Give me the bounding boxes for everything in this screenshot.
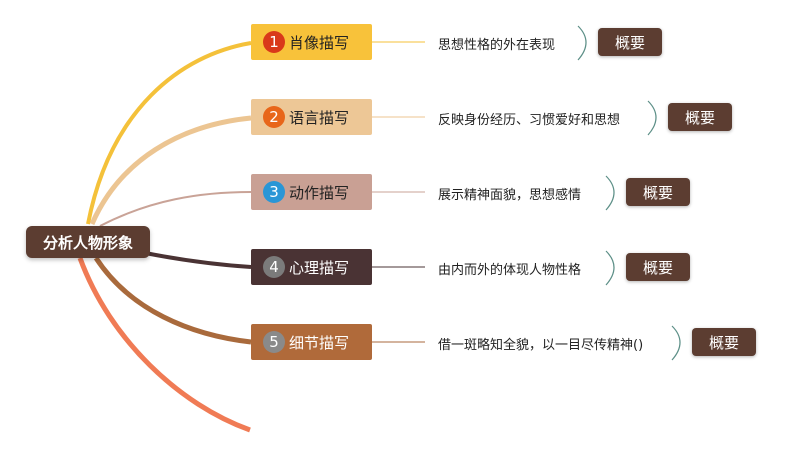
branch-label: 动作描写 <box>289 183 350 202</box>
branch-label: 细节描写 <box>289 333 350 352</box>
branch-description-1: 思想性格的外在表现 <box>438 38 556 53</box>
summary-button-3[interactable]: 概要 <box>626 178 690 206</box>
link-branch-4 <box>139 250 252 269</box>
branch-label: 心理描写 <box>289 258 350 277</box>
branch-node-2[interactable]: 2 语言描写 <box>251 99 372 135</box>
summary-button-4[interactable]: 概要 <box>626 253 690 281</box>
summary-button-2[interactable]: 概要 <box>668 103 732 131</box>
link-branch-5 <box>93 256 252 345</box>
number-badge: 4 <box>263 256 285 278</box>
branch-description-2: 反映身份经历、习惯爱好和思想 <box>438 113 621 128</box>
branch-node-3[interactable]: 3 动作描写 <box>251 174 372 210</box>
branch-label: 语言描写 <box>289 108 350 127</box>
link-extra <box>77 257 251 433</box>
branch-node-4[interactable]: 4 心理描写 <box>251 249 372 285</box>
branch-description-4: 由内而外的体现人物性格 <box>438 263 582 278</box>
root-node[interactable]: 分析人物形象 <box>26 226 150 258</box>
branch-description-3: 展示精神面貌，思想感情 <box>438 188 582 203</box>
branch-node-1[interactable]: 1 肖像描写 <box>251 24 372 60</box>
number-badge: 5 <box>263 331 285 353</box>
number-badge: 1 <box>263 31 285 53</box>
summary-button-5[interactable]: 概要 <box>692 328 756 356</box>
number-badge: 2 <box>263 106 285 128</box>
branch-label: 肖像描写 <box>289 33 350 52</box>
branch-node-5[interactable]: 5 细节描写 <box>251 324 372 360</box>
summary-button-1[interactable]: 概要 <box>598 28 662 56</box>
link-branch-2 <box>89 115 252 226</box>
number-badge: 3 <box>263 181 285 203</box>
branch-description-5: 借一斑略知全貌，以一目尽传精神() <box>438 338 644 353</box>
link-branch-1 <box>86 41 252 225</box>
link-branch-3 <box>99 191 252 227</box>
